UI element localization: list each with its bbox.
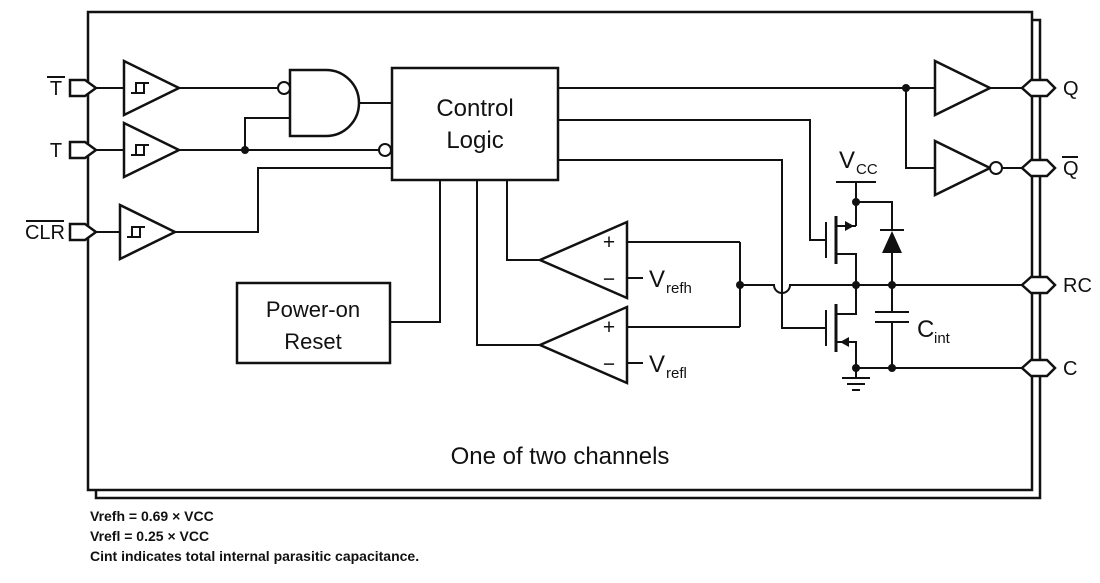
junction-dots [241, 84, 910, 372]
cint-label: C [917, 316, 934, 343]
pin-labels: T T CLR Q Q RC C [25, 76, 1092, 380]
note-vrefh: Vrefh = 0.69 × VCC [90, 508, 214, 524]
junction-dot [241, 146, 249, 154]
t-bar-pin [68, 78, 99, 98]
t-schmitt-buffer [122, 120, 182, 180]
c-pin [1020, 358, 1057, 378]
t-branch-to-and-wire [244, 117, 290, 150]
diode-icon [882, 231, 902, 253]
comparators: + − + − V refh V refl [536, 220, 692, 385]
and-input-bubble-icon [277, 81, 291, 95]
note-cint: Cint indicates total internal parasitic … [90, 548, 419, 564]
control-logic-block [390, 66, 560, 182]
output-stage: V CC C int [825, 147, 951, 391]
q-bar-pin-label: Q [1063, 158, 1079, 180]
nmos-arrow-icon [840, 337, 849, 347]
cint-label-sub: int [934, 330, 951, 347]
plus-sign: + [603, 231, 615, 254]
vrefl-comparator [536, 305, 629, 385]
inverter-bubble-icon [989, 161, 1003, 175]
logic-symbols [118, 58, 1003, 262]
vrefh-comparator [536, 220, 629, 300]
minus-sign: − [603, 268, 615, 291]
por-label-line2: Reset [284, 329, 341, 354]
clr-pin [68, 222, 99, 242]
q-pin [1020, 78, 1057, 98]
rc-pin-label: RC [1063, 275, 1092, 297]
t-bar-schmitt-buffer [122, 58, 182, 118]
q-bar-branch-wire [905, 88, 935, 169]
clr-to-control-wire [175, 167, 392, 233]
pmos-drain-wire [836, 253, 857, 285]
channel-caption: One of two channels [451, 443, 670, 470]
diode-cathode-wire [856, 201, 893, 230]
vrefl-label: V [649, 351, 665, 378]
q-bar-inverter [933, 138, 993, 198]
control-input-bubble-icon [378, 143, 392, 157]
hysteresis-icon [131, 82, 149, 94]
nmos-gate-wire [558, 159, 826, 329]
junction-dot [736, 281, 744, 289]
plus-sign: + [603, 316, 615, 339]
t-pin-label: T [50, 140, 62, 162]
footnotes: Vrefh = 0.69 × VCC Vrefl = 0.25 × VCC Ci… [90, 508, 419, 564]
junction-dot [902, 84, 910, 92]
junction-dot [888, 281, 896, 289]
nmos-drain-wire [836, 285, 857, 315]
and-gate [288, 68, 361, 138]
vrefh-label: V [649, 266, 665, 293]
clr-pin-label: CLR [25, 222, 65, 244]
comp2-output-wire [476, 180, 540, 346]
hysteresis-icon [131, 144, 149, 156]
c-pin-label: C [1063, 358, 1077, 380]
t-bar-pin-label: T [50, 78, 62, 100]
pmos-gate-wire [558, 119, 826, 241]
vrefh-label-sub: refh [666, 280, 692, 297]
pins [68, 78, 1057, 378]
rc-node-wire [740, 284, 1022, 294]
q-output-buffer [933, 58, 993, 118]
junction-dot [852, 198, 860, 206]
rc-pin [1020, 275, 1057, 295]
vcc-label: V [839, 147, 855, 174]
clr-schmitt-buffer [118, 202, 178, 262]
hysteresis-icon [127, 226, 145, 238]
power-on-reset-block [235, 281, 392, 365]
por-output-wire [390, 180, 441, 323]
t-pin [68, 140, 99, 160]
q-bar-pin [1020, 158, 1057, 178]
control-logic-label-line1: Control [436, 95, 513, 122]
junction-dot [888, 364, 896, 372]
vcc-label-sub: CC [856, 161, 878, 178]
junction-dot [852, 281, 860, 289]
q-pin-label: Q [1063, 78, 1079, 100]
por-label-line1: Power-on [266, 297, 360, 322]
junction-dot [852, 364, 860, 372]
vrefl-label-sub: refl [666, 365, 687, 382]
control-logic-label-line2: Logic [446, 127, 503, 154]
minus-sign: − [603, 353, 615, 376]
pmos-arrow-icon [845, 221, 854, 231]
note-vrefl: Vrefl = 0.25 × VCC [90, 528, 209, 544]
comp1-output-wire [506, 180, 540, 261]
